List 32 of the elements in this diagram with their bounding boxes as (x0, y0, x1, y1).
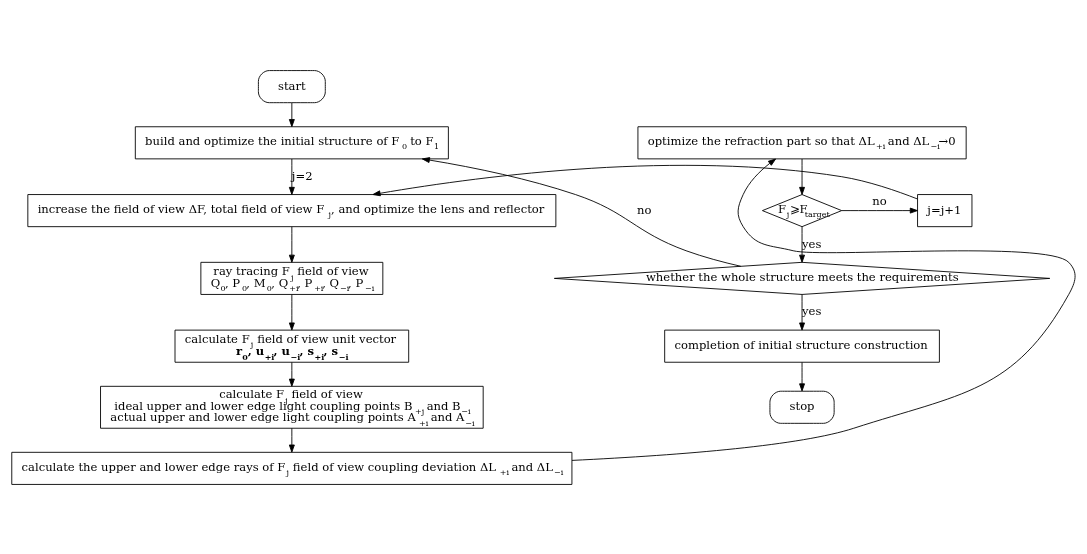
node-box: calculate the upper and lower edge rays of F$_{j}$ field of view coupling deviation ΔL$_{+i}$ and ΔL$_{−i}$ (11, 451, 573, 485)
node-box: increase the field of view ΔF, total field of view F$_{j}$, and optimize the lens and reflector (27, 193, 557, 227)
node-box: calculate F$_{j}$ field of view ideal upper and lower edge light coupling points B$_{+j}$ and B$_{−i}$ actual upper and lower edge light coupling points A$_{+i}$ and A$_{−i}$ (100, 385, 484, 429)
arrow (571, 158, 1076, 461)
arrow (288, 427, 295, 453)
edge-label: yes (802, 303, 822, 318)
node-box: optimize the refraction part so that ΔL$_{+i}$ and ΔL$_{−i}$→0 (637, 125, 967, 159)
arrow (799, 158, 805, 195)
node-box: j=j+1 (917, 193, 973, 227)
node-box: calculate F$_{j}$ field of view unit vector r$_{0}$, u$_{+i}$, u$_{−i}$, s$_{+i}$, s$_{−i}$ (174, 329, 410, 363)
node-box: ray tracing F$_{j}$ field of view Q$_{0}$, P$_{0}$, M$_{0}$, Q$_{+i}$, P$_{+i}$, Q$_{−i}$, P$_{−i}$ (200, 261, 384, 295)
arrow (799, 293, 805, 330)
arrow (799, 361, 805, 391)
arrow (288, 293, 295, 330)
arrow (288, 102, 295, 127)
arrow (288, 158, 295, 195)
arrow (799, 225, 805, 263)
node-box: build and optimize the initial structure of F$_{0}$ to F$_{1}$ (134, 125, 449, 159)
edge-label: j=2 (291, 168, 313, 183)
node-box: completion of initial structure construction (664, 329, 940, 363)
node-diamond: whether the whole structure meets the requirements (553, 261, 1051, 295)
arrow (288, 225, 295, 263)
arrow (841, 207, 918, 214)
node-box: start (257, 69, 326, 103)
node-box: stop (769, 390, 835, 424)
edge-label: yes (802, 236, 822, 251)
arrow (288, 361, 295, 387)
arrow (421, 156, 742, 267)
node-diamond: F$_{j}$⩾F$_{target}$ (762, 193, 843, 227)
edge-label: no (637, 202, 652, 217)
edge-label: no (872, 193, 887, 208)
arrow (372, 164, 918, 199)
